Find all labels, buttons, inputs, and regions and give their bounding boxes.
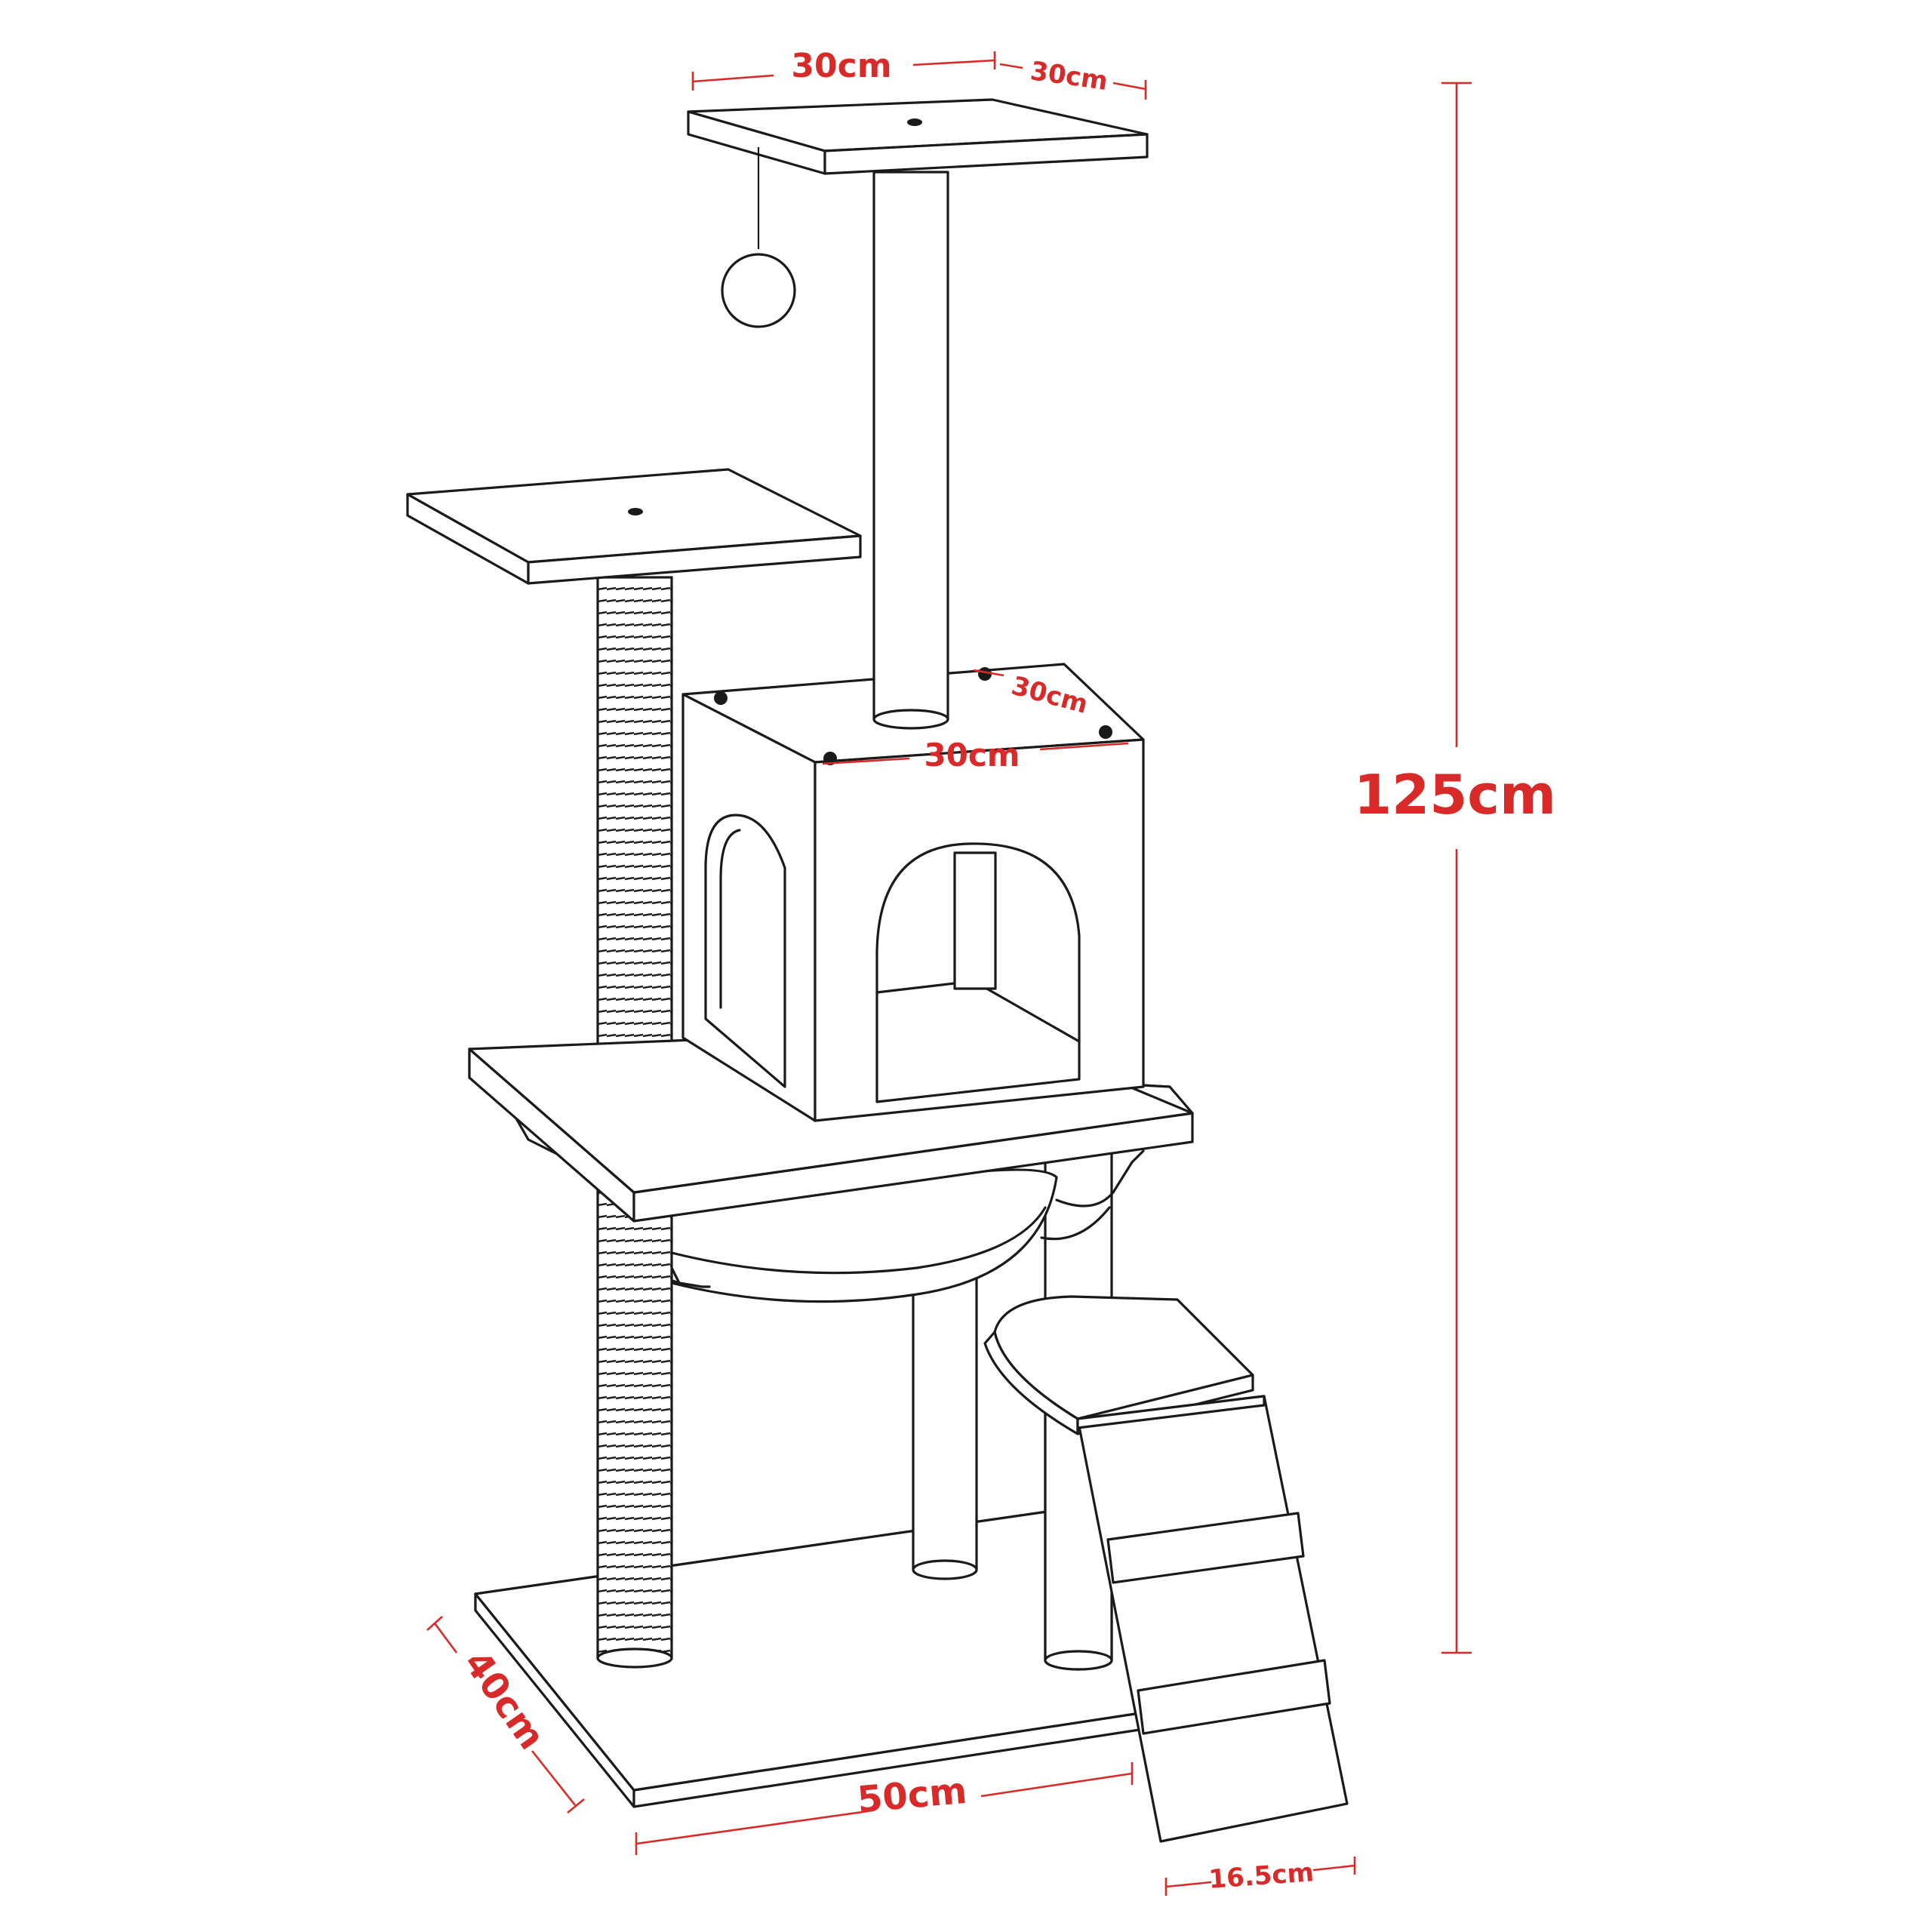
dim-total-height-label: 125cm — [1354, 763, 1556, 826]
left-upper-platform — [406, 468, 862, 585]
ladder — [1076, 1395, 1349, 1843]
dim-house-width-label: 30cm — [924, 737, 1020, 774]
cube-house — [681, 663, 1145, 1122]
dim-top-depth: 30cm — [999, 56, 1147, 100]
dim-ladder-width-label: 16.5cm — [1208, 1857, 1315, 1895]
dim-total-height: 125cm — [1354, 82, 1556, 1654]
dim-top-depth-label: 30cm — [1029, 56, 1109, 97]
dim-house-width: 30cm — [822, 737, 1129, 774]
dim-base-width: 50cm — [635, 1762, 1134, 1855]
dim-base-width-label: 50cm — [856, 1770, 969, 1821]
step-platform — [983, 1295, 1254, 1671]
dim-ladder-width: 16.5cm — [1164, 1857, 1356, 1896]
tall-center-post — [872, 171, 949, 730]
dim-top-width: 30cm — [691, 47, 996, 91]
rear-post-center — [912, 1251, 978, 1580]
base-board — [474, 1500, 1141, 1808]
dim-top-width-label: 30cm — [791, 47, 891, 85]
top-platform — [687, 98, 1149, 328]
